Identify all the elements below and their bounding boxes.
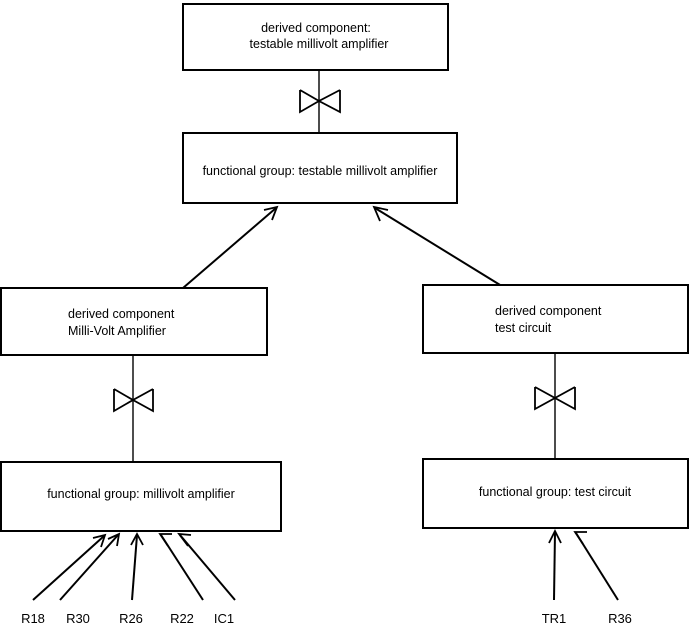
derived-testable-amplifier-line2: testable millivolt amplifier [250,37,389,51]
bowtie-connector-top [299,89,341,114]
leaf-label-r30: R30 [66,611,90,626]
box-derived-test-circuit[interactable] [422,284,689,354]
edge-r22-to-fg-millivolt [158,533,204,601]
edge-mv-amp-to-fg-testable [182,205,279,289]
edge-ic1-to-fg-millivolt [177,532,236,601]
edge-test-circuit-to-fg-testable [372,205,506,289]
bowtie-connector-right [534,386,576,411]
box-functional-group-millivolt-amplifier[interactable] [0,461,282,532]
edge-tr1-to-fg-test-circuit [548,528,562,601]
derived-millivolt-amplifier-line1: derived component [68,307,175,321]
bowtie-connector-left [113,388,154,413]
edge-r18-to-fg-millivolt [32,533,107,601]
functional-group-test-circuit-label: functional group: test circuit [479,485,632,499]
node-derived-millivolt-amplifier[interactable]: derived component Milli-Volt Amplifier [0,287,268,356]
node-functional-group-testable-amplifier[interactable]: functional group: testable millivolt amp… [182,132,458,204]
leaf-label-ic1: IC1 [214,611,234,626]
box-derived-millivolt-amplifier[interactable] [0,287,268,356]
edge-r36-to-fg-test-circuit [573,531,619,601]
box-functional-group-testable-amplifier[interactable] [182,132,458,204]
node-functional-group-millivolt-amplifier[interactable]: functional group: millivolt amplifier [0,461,282,532]
leaf-label-tr1: TR1 [542,611,567,626]
leaf-label-r22: R22 [170,611,194,626]
derived-test-circuit-line1: derived component [495,304,602,318]
edge-r30-to-fg-millivolt [59,532,121,601]
box-derived-testable-amplifier[interactable] [182,3,449,71]
derived-testable-amplifier-line1: derived component: [261,21,371,35]
functional-group-millivolt-amplifier-label: functional group: millivolt amplifier [47,487,235,501]
derived-millivolt-amplifier-line2: Milli-Volt Amplifier [68,324,166,338]
node-derived-test-circuit[interactable]: derived component test circuit [422,284,689,354]
functional-group-testable-amplifier-label: functional group: testable millivolt amp… [203,164,438,178]
node-derived-testable-amplifier[interactable]: derived component: testable millivolt am… [182,3,449,71]
leaf-label-r26: R26 [119,611,143,626]
box-functional-group-test-circuit[interactable] [422,458,689,529]
node-functional-group-test-circuit[interactable]: functional group: test circuit [422,458,689,529]
leaf-label-r36: R36 [608,611,632,626]
edge-r26-to-fg-millivolt [130,532,144,601]
derived-test-circuit-line2: test circuit [495,321,552,335]
leaf-label-r18: R18 [21,611,45,626]
